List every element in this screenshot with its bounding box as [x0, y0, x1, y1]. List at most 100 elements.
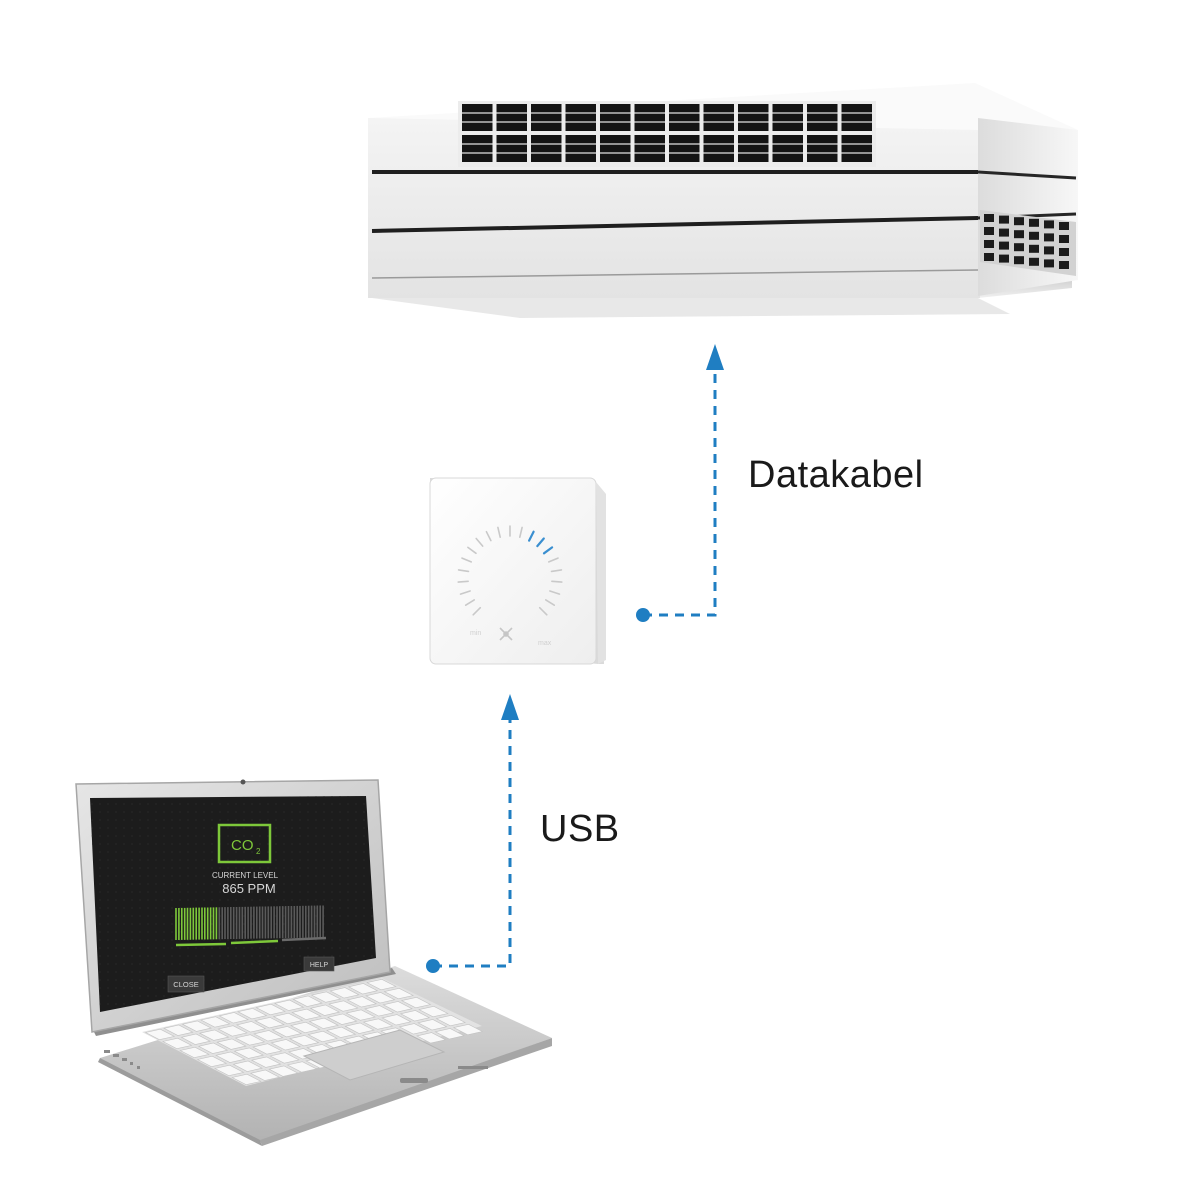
keyboard-key — [237, 1008, 268, 1020]
keyboard-key — [272, 1012, 304, 1025]
dial-max-label: max — [538, 640, 552, 647]
keyboard-key — [270, 1039, 301, 1051]
keyboard-key — [180, 1033, 211, 1045]
dial-tick — [457, 569, 470, 573]
keyboard-key — [418, 1005, 449, 1018]
keyboard-key — [383, 987, 414, 1000]
keyboard-key — [327, 1013, 358, 1025]
keyboard-key — [214, 1064, 245, 1077]
dial-tick — [464, 599, 476, 607]
dial-tick — [457, 580, 469, 583]
keyboard-key — [398, 1023, 430, 1035]
keyboard-key — [345, 1009, 376, 1021]
dial-tick — [485, 530, 492, 542]
keyboard-key — [292, 995, 323, 1007]
keyboard-key — [399, 1010, 431, 1022]
keyboard-key — [400, 996, 432, 1009]
keyboard-key — [364, 1005, 395, 1017]
svg-text:2: 2 — [256, 847, 261, 856]
keyboard-key — [179, 1046, 210, 1059]
laptop-trackpad — [302, 1029, 446, 1081]
laptop-ports — [104, 1050, 488, 1083]
dial-tick — [547, 557, 559, 563]
keyboard-key — [434, 1028, 465, 1040]
keyboard-key — [218, 1012, 249, 1024]
keyboard-key — [365, 992, 396, 1004]
unit-side-grille — [980, 210, 1076, 276]
dial-min-label: min — [470, 630, 481, 637]
keyboard-key — [325, 1026, 357, 1038]
dial-tick — [467, 546, 477, 555]
keyboard-key — [235, 1021, 267, 1033]
dial-tick — [497, 526, 502, 539]
help-button[interactable]: HELP — [303, 956, 335, 972]
dial-tick — [461, 557, 473, 563]
keyboard-key — [329, 987, 360, 999]
dial-tick — [475, 537, 484, 547]
keyboard-key — [231, 1073, 262, 1086]
keyboard-key — [416, 1032, 447, 1044]
unit-grille — [458, 101, 876, 167]
keyboard-key — [234, 1034, 266, 1046]
dial-tick — [550, 569, 563, 573]
keyboard-key — [291, 1008, 322, 1020]
dial-tick — [542, 546, 554, 555]
dial-tick — [551, 580, 563, 583]
keyboard-key — [200, 1016, 231, 1028]
keyboard-key — [217, 1025, 248, 1037]
dial-tick — [544, 599, 556, 607]
usb-connector — [426, 694, 519, 973]
keyboard-key — [346, 996, 378, 1008]
keyboard-key — [366, 978, 397, 991]
current-level-value: 865 PPM — [222, 881, 275, 896]
datakabel-connector — [636, 344, 724, 622]
keyboard-key — [249, 1069, 281, 1081]
controller-dial — [457, 525, 563, 616]
keyboard-key — [435, 1014, 466, 1027]
current-level-label: CURRENT LEVEL — [212, 871, 279, 880]
keyboard-key — [250, 1056, 282, 1068]
keyboard-key — [310, 991, 342, 1003]
close-button[interactable]: CLOSE — [167, 975, 205, 993]
keyboard-key — [309, 1004, 341, 1016]
keyboard-key — [344, 1022, 375, 1034]
keyboard-key — [328, 1000, 359, 1012]
keyboard-key — [308, 1017, 339, 1029]
keyboard-key — [255, 1003, 286, 1016]
wall-controller: min max — [429, 477, 606, 665]
keyboard-key — [198, 1029, 230, 1041]
keyboard-key — [163, 1024, 194, 1036]
ventilation-unit — [368, 83, 1078, 318]
fan-icon — [499, 627, 513, 641]
dial-tick — [538, 606, 548, 616]
keyboard-key — [289, 1035, 320, 1047]
co2-icon: CO 2 — [217, 823, 272, 864]
keyboard-key — [253, 1030, 284, 1042]
arrow-up-icon — [501, 694, 519, 720]
co2-level-bars — [175, 905, 324, 940]
svg-text:HELP: HELP — [310, 962, 329, 969]
keyboard-key — [254, 1017, 285, 1029]
keyboard-key — [268, 1065, 299, 1077]
laptop: CO 2 CURRENT LEVEL 865 PPM HELP CLOSE — [75, 779, 552, 1146]
keyboard-key — [162, 1037, 193, 1050]
keyboard-key — [347, 983, 379, 995]
keyboard-key — [196, 1055, 228, 1068]
dial-tick — [472, 606, 482, 616]
dial-tick — [549, 590, 561, 595]
keyboard-key — [232, 1060, 263, 1072]
keyboard-key — [382, 1001, 413, 1013]
dial-tick — [536, 537, 545, 548]
dial-tick — [527, 530, 535, 542]
keyboard-key — [273, 999, 305, 1011]
keyboard-key — [216, 1038, 247, 1050]
keyboard-key — [144, 1028, 176, 1041]
dial-tick — [459, 590, 471, 595]
keyboard-key — [233, 1047, 264, 1059]
svg-text:CO: CO — [231, 837, 254, 854]
keyboard-key — [197, 1042, 229, 1054]
keyboard-key — [381, 1014, 412, 1026]
svg-text:CLOSE: CLOSE — [173, 980, 198, 989]
usb-label: USB — [540, 808, 620, 850]
